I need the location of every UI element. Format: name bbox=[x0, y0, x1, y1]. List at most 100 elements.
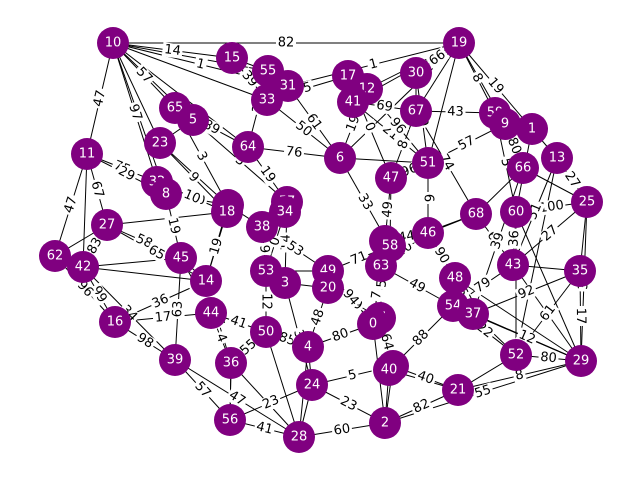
node-25: 25 bbox=[571, 186, 603, 218]
node-66: 66 bbox=[507, 152, 539, 184]
edge-label-group-32-18: 10 bbox=[180, 186, 204, 208]
edge-label-background bbox=[404, 275, 430, 297]
node-circle-64 bbox=[232, 131, 264, 163]
edge-label-group-65-26: 3 bbox=[192, 147, 211, 166]
edge-label-63-54: 49 bbox=[406, 275, 428, 296]
node-label-39: 39 bbox=[167, 353, 184, 368]
edge-label-29-35: 17 bbox=[573, 308, 588, 325]
edge-label-20-4: 48 bbox=[308, 307, 328, 327]
node-label-28: 28 bbox=[291, 430, 308, 445]
node-circle-67 bbox=[400, 95, 432, 127]
edge-label-group-9-66: 80 bbox=[503, 134, 525, 158]
edge-label-background bbox=[409, 396, 434, 417]
edge-label-39-28: 47 bbox=[226, 388, 248, 409]
node-46: 46 bbox=[412, 217, 444, 249]
edge-label-group-17-47: 0 bbox=[360, 118, 379, 136]
edge-label-group-44-36: 4 bbox=[212, 329, 230, 347]
edge-label-group-16-39: 98 bbox=[132, 329, 158, 353]
edge-label-group-53-50: 12 bbox=[259, 291, 274, 312]
node-circle-34 bbox=[269, 196, 301, 228]
node-label-1: 1 bbox=[528, 122, 536, 137]
edge-label-group-12-6: 19 bbox=[343, 111, 364, 136]
node-6: 6 bbox=[324, 142, 356, 174]
node-label-33: 33 bbox=[259, 93, 276, 108]
edge-label-10-11: 47 bbox=[91, 89, 109, 109]
node-68: 68 bbox=[460, 198, 492, 230]
edge-label-group-19-59: 8 bbox=[468, 69, 486, 87]
edge-label-background bbox=[193, 56, 208, 73]
edge-label-background bbox=[259, 291, 273, 312]
node-9: 9 bbox=[489, 108, 521, 140]
node-circle-27 bbox=[91, 209, 123, 241]
edge-label-group-41-67: 69 bbox=[373, 98, 396, 115]
edge-label-64-6: 76 bbox=[285, 144, 303, 161]
edge-28-50 bbox=[265, 331, 300, 438]
node-circle-5 bbox=[177, 104, 209, 136]
edge-label-28-2: 60 bbox=[333, 421, 352, 438]
edge-label-group-47-7: 49 bbox=[380, 198, 396, 221]
node-circle-38 bbox=[246, 211, 278, 243]
node-circle-62 bbox=[39, 240, 71, 272]
edge-label-background bbox=[328, 325, 353, 346]
edge-label-59-67: 43 bbox=[447, 104, 464, 119]
edge-label-46-48: 90 bbox=[431, 245, 452, 267]
node-label-27: 27 bbox=[99, 218, 116, 233]
node-circle-28 bbox=[283, 421, 315, 453]
edge-label-9-66: 80 bbox=[504, 136, 524, 157]
node-label-55: 55 bbox=[260, 64, 277, 79]
edge-label-background bbox=[430, 243, 453, 268]
edge-label-group-24-22: 5 bbox=[345, 367, 360, 384]
node-50: 50 bbox=[250, 316, 282, 348]
edge-label-group-18-14: 19 bbox=[206, 234, 227, 259]
node-circle-48 bbox=[439, 262, 471, 294]
node-48: 48 bbox=[439, 262, 471, 294]
node-3: 3 bbox=[269, 267, 301, 299]
node-circle-33 bbox=[251, 84, 283, 116]
edge-label-group-11-8: 29 bbox=[114, 163, 139, 185]
node-circle-60 bbox=[500, 196, 532, 228]
node-circle-52 bbox=[500, 339, 532, 371]
edge-label-3-24: 3 bbox=[290, 328, 307, 340]
node-circle-63 bbox=[365, 250, 397, 282]
edge-label-2-21: 82 bbox=[411, 396, 432, 416]
node-circle-21 bbox=[442, 374, 474, 406]
node-circle-3 bbox=[269, 267, 301, 299]
node-67: 67 bbox=[400, 95, 432, 127]
edge-label-2-29: 55 bbox=[473, 382, 493, 401]
edge-label-background bbox=[347, 248, 371, 269]
node-19: 19 bbox=[443, 27, 475, 59]
node-label-37: 37 bbox=[465, 307, 482, 322]
node-circle-50 bbox=[250, 316, 282, 348]
edge-label-background bbox=[331, 421, 353, 439]
edge-label-group-28-2: 60 bbox=[331, 421, 353, 439]
edge-label-group-14-16: 36 bbox=[148, 291, 173, 312]
edge-label-group-8-45: 19 bbox=[164, 214, 183, 238]
edge-label-background bbox=[512, 367, 527, 384]
node-label-50: 50 bbox=[258, 325, 275, 340]
edge-label-background bbox=[373, 98, 396, 115]
edge-label-32-18: 10 bbox=[181, 187, 202, 207]
node-56: 56 bbox=[214, 404, 246, 436]
node-label-25: 25 bbox=[579, 195, 596, 210]
edge-label-background bbox=[291, 117, 316, 141]
edge-label-background bbox=[125, 100, 145, 125]
node-18: 18 bbox=[211, 196, 243, 228]
edge-label-background bbox=[488, 229, 508, 253]
edge-label-8-45: 19 bbox=[164, 216, 182, 236]
edge-label-background bbox=[380, 198, 396, 221]
edge-label-21-29: 8 bbox=[514, 367, 526, 384]
node-5: 5 bbox=[177, 104, 209, 136]
node-label-16: 16 bbox=[107, 315, 124, 330]
node-label-14: 14 bbox=[198, 274, 215, 289]
edge-label-group-45-39: 63 bbox=[170, 298, 186, 320]
edge-label-background bbox=[282, 237, 308, 261]
node-label-19: 19 bbox=[451, 36, 468, 51]
edge-label-group-19-31: 1 bbox=[365, 56, 382, 73]
edge-label-background bbox=[408, 325, 434, 351]
node-circle-25 bbox=[571, 186, 603, 218]
node-circle-9 bbox=[489, 108, 521, 140]
node-label-4: 4 bbox=[304, 340, 312, 355]
edge-label-group-56-28: 41 bbox=[253, 419, 276, 438]
edge-label-background bbox=[454, 132, 479, 155]
edge-label-background bbox=[421, 192, 435, 204]
